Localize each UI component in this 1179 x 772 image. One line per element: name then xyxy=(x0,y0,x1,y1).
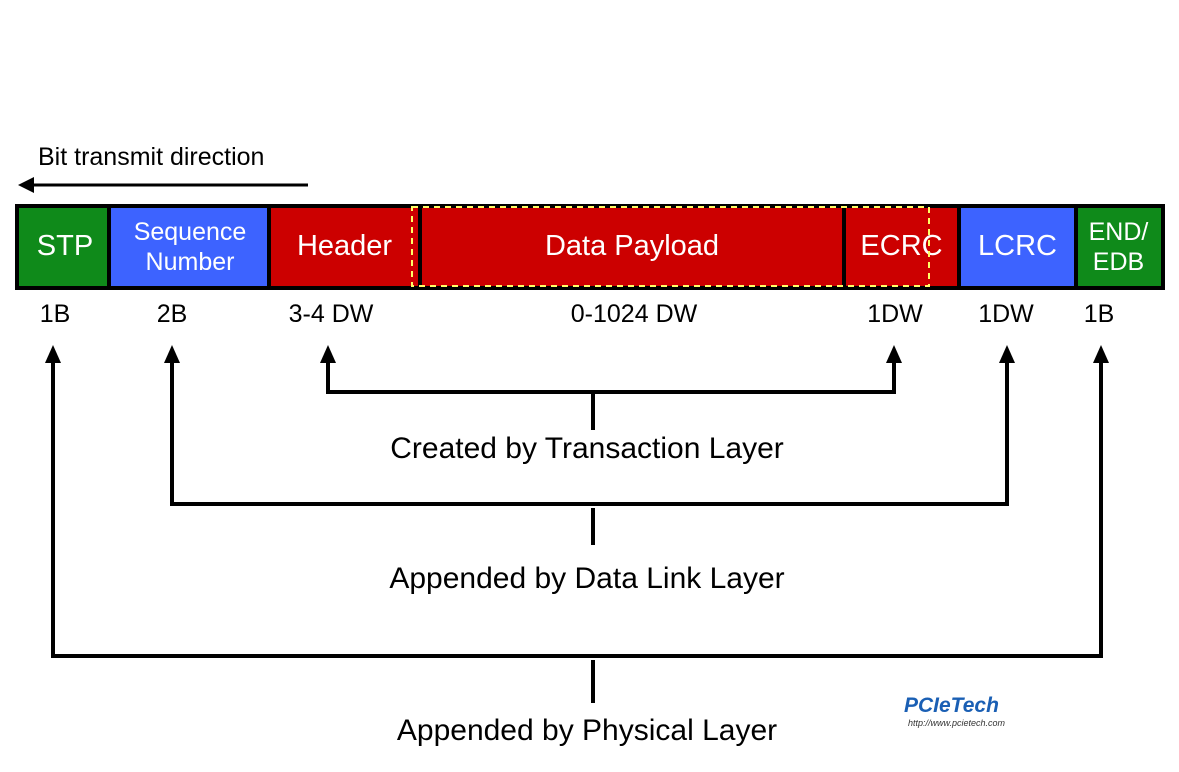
field-sequence-line1: Sequence xyxy=(133,218,247,246)
field-header-label: Header xyxy=(296,230,393,263)
arrow-up-header xyxy=(320,345,336,363)
ecrc-coverage-outline xyxy=(411,206,930,287)
logo-url: http://www.pcietech.com xyxy=(908,718,1006,728)
size-stp: 1B xyxy=(39,300,71,328)
separator xyxy=(418,204,422,290)
arrow-up-end xyxy=(1093,345,1109,363)
field-end-edb: END/ EDB xyxy=(1076,204,1165,290)
field-sequence-number: Sequence Number xyxy=(111,204,269,290)
field-header: Header xyxy=(269,204,420,290)
caption-transaction-layer: Created by Transaction Layer xyxy=(390,432,784,465)
separator xyxy=(107,204,111,290)
arrow-up-sequence xyxy=(164,345,180,363)
physical-bracket xyxy=(51,360,1103,658)
caption-physical-layer: Appended by Physical Layer xyxy=(396,714,778,747)
direction-label: Bit transmit direction xyxy=(38,143,265,171)
arrow-up-stp xyxy=(45,345,61,363)
field-stp-label: STP xyxy=(36,230,94,263)
size-header: 3-4 DW xyxy=(288,300,374,328)
separator xyxy=(957,204,961,290)
direction-arrow-head xyxy=(18,177,34,193)
field-lcrc-label: LCRC xyxy=(978,230,1057,263)
size-payload: 0-1024 DW xyxy=(570,300,698,328)
field-sequence-line2: Number xyxy=(145,248,235,276)
field-stp: STP xyxy=(15,204,111,290)
size-lcrc: 1DW xyxy=(978,300,1034,328)
separator xyxy=(842,204,846,290)
transaction-bracket xyxy=(326,360,896,394)
field-sequence-number-label: Sequence Number xyxy=(134,217,247,277)
field-data-payload-label: Data Payload xyxy=(544,230,720,263)
arrow-up-lcrc xyxy=(999,345,1015,363)
datalink-bracket xyxy=(170,360,1009,506)
separator xyxy=(267,204,271,290)
caption-data-link-layer: Appended by Data Link Layer xyxy=(389,562,785,595)
separator xyxy=(1074,204,1078,290)
field-ecrc: ECRC xyxy=(844,204,959,290)
field-end-line2: EDB xyxy=(1092,248,1145,276)
arrow-up-ecrc xyxy=(886,345,902,363)
size-sequence: 2B xyxy=(156,300,188,328)
logo-word: PCIeTech xyxy=(904,694,999,717)
field-end-line1: END/ xyxy=(1088,218,1149,246)
field-end-edb-label: END/ EDB xyxy=(1089,217,1149,277)
field-lcrc: LCRC xyxy=(959,204,1076,290)
pcietech-logo: PCIeTech http://www.pcietech.com xyxy=(904,694,1024,734)
size-end: 1B xyxy=(1083,300,1115,328)
size-ecrc: 1DW xyxy=(867,300,923,328)
